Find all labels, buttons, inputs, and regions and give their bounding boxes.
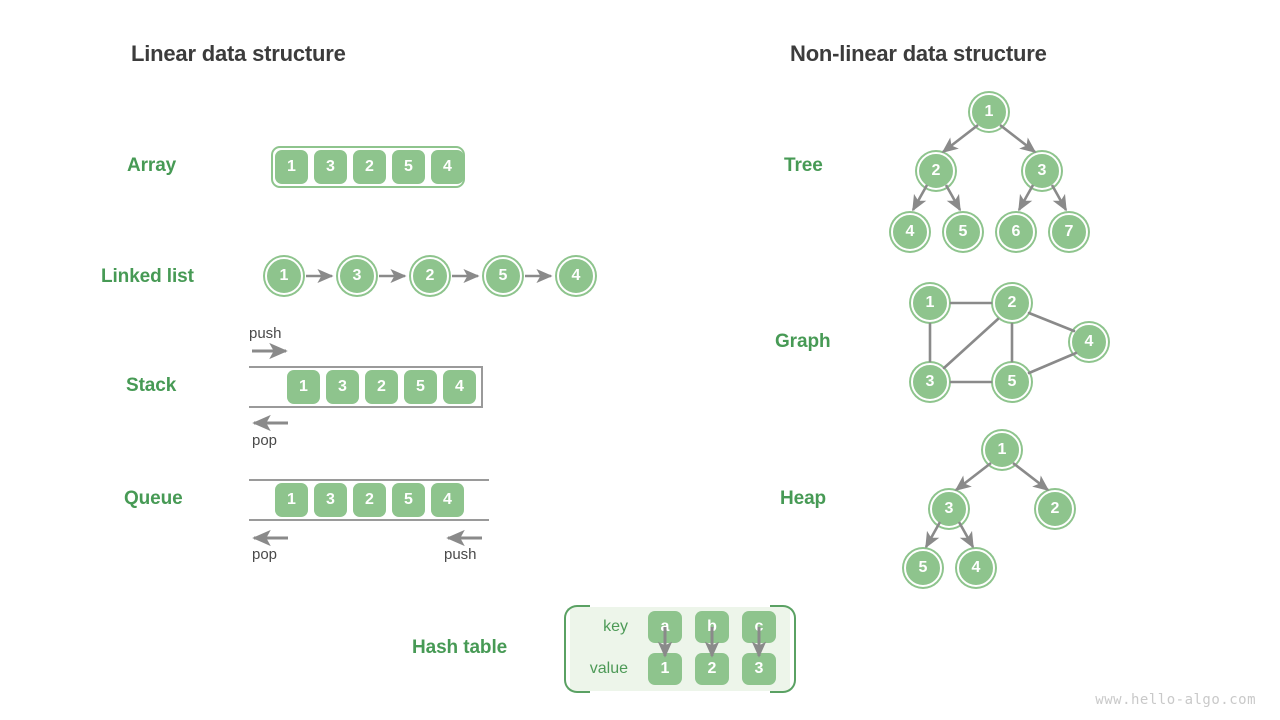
- array-cell: 2: [353, 150, 386, 184]
- hash-table-left-bracket: [564, 605, 590, 693]
- tree-node: 3: [1023, 152, 1061, 190]
- queue-push-label: push: [444, 546, 477, 563]
- heap-node: 4: [957, 549, 995, 587]
- hash-table-value-label: value: [589, 660, 628, 677]
- watermark: www.hello-algo.com: [1095, 692, 1256, 708]
- hash-table-value-cell: 1: [648, 653, 682, 685]
- hash-table-key-cell: b: [695, 611, 729, 643]
- label-heap: Heap: [780, 488, 827, 509]
- graph-node: 1: [911, 284, 949, 322]
- array-cell: 3: [314, 150, 347, 184]
- queue-frame: [249, 479, 489, 521]
- graph-node: 3: [911, 363, 949, 401]
- hash-table-key-cell: c: [742, 611, 776, 643]
- tree-node: 4: [891, 213, 929, 251]
- stack-push-label: push: [249, 325, 282, 342]
- label-stack: Stack: [126, 375, 177, 396]
- stack-frame: [249, 366, 483, 408]
- linked-list-node: 4: [557, 257, 595, 295]
- label-hash-table: Hash table: [412, 637, 508, 658]
- tree-node: 6: [997, 213, 1035, 251]
- label-tree: Tree: [784, 155, 823, 176]
- stack-cell: 3: [326, 370, 359, 404]
- tree-node: 2: [917, 152, 955, 190]
- linked-list-node: 3: [338, 257, 376, 295]
- heap-node: 1: [983, 431, 1021, 469]
- graph-node: 5: [993, 363, 1031, 401]
- stack-cell: 1: [287, 370, 320, 404]
- stack-cell: 5: [404, 370, 437, 404]
- queue-cell: 4: [431, 483, 464, 517]
- graph-node: 4: [1070, 323, 1108, 361]
- queue-cell: 1: [275, 483, 308, 517]
- linked-list-node: 5: [484, 257, 522, 295]
- tree-node: 5: [944, 213, 982, 251]
- queue-cell: 3: [314, 483, 347, 517]
- label-queue: Queue: [124, 488, 183, 509]
- array-cell: 5: [392, 150, 425, 184]
- nonlinear-section-title: Non-linear data structure: [790, 41, 1047, 66]
- heap-node: 5: [904, 549, 942, 587]
- graph-node: 2: [993, 284, 1031, 322]
- stack-cell: 4: [443, 370, 476, 404]
- tree-node: 1: [970, 93, 1008, 131]
- tree-node: 7: [1050, 213, 1088, 251]
- hash-table-right-bracket: [770, 605, 796, 693]
- heap-node: 3: [930, 490, 968, 528]
- linked-list-node: 1: [265, 257, 303, 295]
- stack-pop-label: pop: [252, 432, 278, 449]
- linear-section-title: Linear data structure: [131, 41, 346, 66]
- label-graph: Graph: [775, 331, 831, 352]
- array-cell: 4: [431, 150, 464, 184]
- hash-table-value-cell: 2: [695, 653, 729, 685]
- stack-cell: 2: [365, 370, 398, 404]
- queue-pop-label: pop: [252, 546, 278, 563]
- label-linked-list: Linked list: [101, 266, 194, 287]
- hash-table-value-cell: 3: [742, 653, 776, 685]
- heap-node: 2: [1036, 490, 1074, 528]
- hash-table-key-cell: a: [648, 611, 682, 643]
- linked-list-node: 2: [411, 257, 449, 295]
- queue-cell: 5: [392, 483, 425, 517]
- array-frame: [271, 146, 465, 188]
- label-array: Array: [127, 155, 177, 176]
- queue-cell: 2: [353, 483, 386, 517]
- array-cell: 1: [275, 150, 308, 184]
- hash-table-key-label: key: [603, 618, 628, 635]
